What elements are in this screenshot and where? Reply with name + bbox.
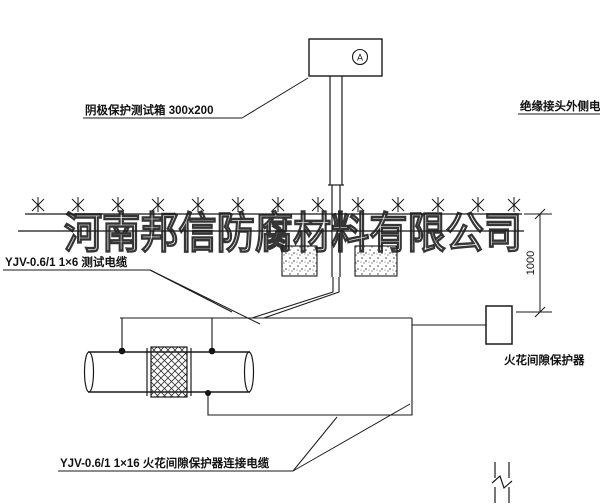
pipe-terminal-bottom	[205, 390, 211, 396]
test-cable-run-2	[263, 277, 340, 319]
break-symbol	[491, 462, 513, 503]
dimension-text: 1000	[525, 251, 537, 275]
test-box: A	[308, 38, 383, 77]
pipe-terminal-left	[118, 347, 126, 355]
insulating-joint	[150, 346, 188, 398]
ammeter-letter: A	[357, 53, 363, 63]
connect-cable-leader-1	[292, 416, 338, 472]
test-box-label: 阴极保护测试箱 300x200	[85, 103, 213, 117]
label-test-box: 阴极保护测试箱 300x200	[83, 77, 309, 119]
concrete-block-left	[281, 245, 318, 277]
concrete-blocks	[281, 245, 398, 277]
test-cable-label: YJV-0.6/1 1×6 测试电缆	[5, 255, 128, 269]
pipe-end-left	[83, 351, 95, 393]
label-connect-cable: YJV-0.6/1 1×16 火花间隙保护器连接电缆	[58, 403, 411, 472]
connect-cable-leader-2	[292, 403, 411, 472]
spark-gap-label: 火花间隙保护器	[504, 353, 585, 367]
test-cable-run-1	[251, 277, 334, 319]
label-insulated-joint-cable: 绝缘接头外侧电缆	[518, 99, 600, 115]
cables	[120, 277, 486, 416]
pipe-end-right	[243, 351, 255, 393]
spark-gap-body	[485, 305, 513, 345]
dim-tick-top	[534, 208, 546, 220]
label-test-cable: YJV-0.6/1 1×6 测试电缆	[3, 255, 261, 325]
spark-gap-protector	[485, 305, 513, 345]
test-box-outline	[308, 38, 383, 77]
test-cable-leader-2	[149, 269, 261, 325]
label-spark-gap: 火花间隙保护器	[504, 353, 585, 367]
insulated-joint-cable-label: 绝缘接头外侧电缆	[520, 99, 600, 113]
pipe-terminal-right	[208, 347, 216, 355]
dim-tick-bottom	[534, 306, 546, 318]
concrete-block-right	[354, 245, 398, 277]
spark-gap-connect-cable	[207, 325, 413, 416]
test-box-leader	[241, 77, 309, 119]
spark-gap-feed	[411, 318, 486, 326]
dimension-1000	[516, 208, 552, 318]
ground-hatch-marks	[31, 197, 521, 212]
pipeline	[83, 346, 255, 398]
connect-cable-label: YJV-0.6/1 1×16 火花间隙保护器连接电缆	[60, 456, 270, 470]
ammeter-icon	[351, 48, 369, 66]
watermark: 河南邦信防腐材料有限公司	[18, 209, 524, 259]
